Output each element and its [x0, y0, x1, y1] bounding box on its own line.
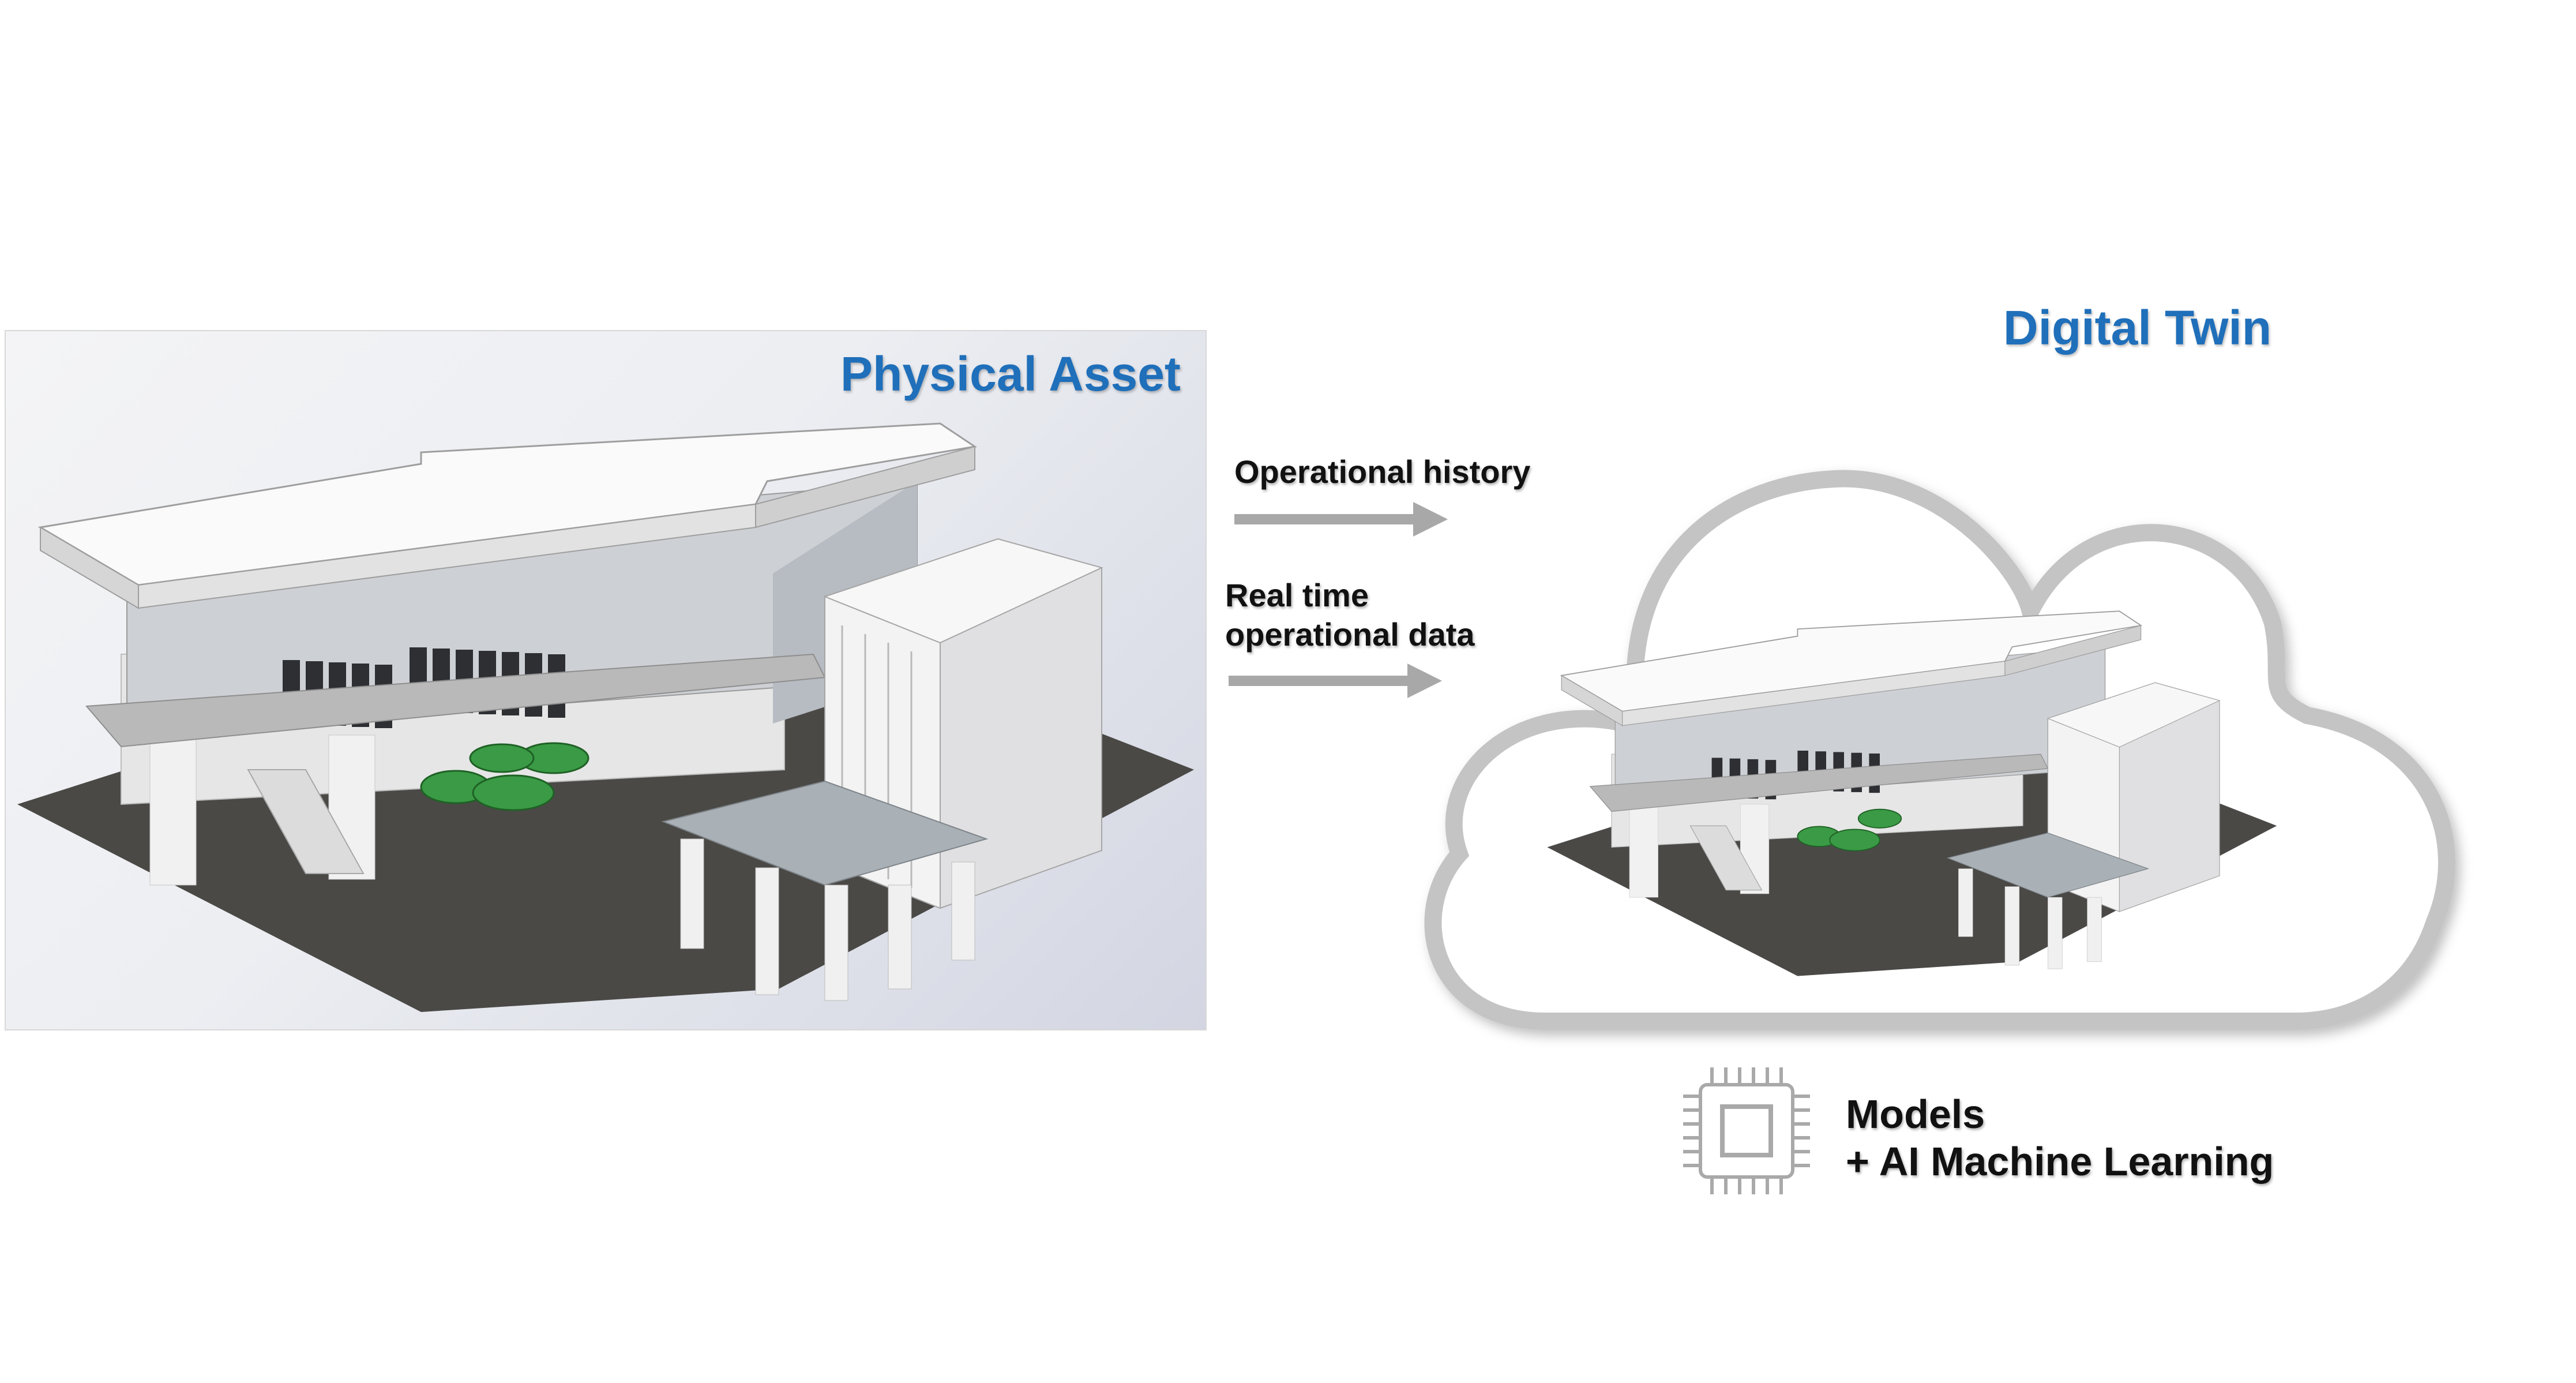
- physical-asset-panel: [5, 330, 1207, 1030]
- flow-label-operational-history: Operational history: [1234, 453, 1531, 490]
- arrow-operational-history: [1234, 502, 1448, 537]
- ml-label-models: Models: [1846, 1092, 1985, 1137]
- flow-label-real-time-line2: operational data: [1225, 616, 1475, 653]
- digital-twin-title: Digital Twin: [2003, 301, 2272, 355]
- ml-label-ai-machine-learning: + AI Machine Learning: [1846, 1139, 2274, 1184]
- arrow-real-time-data: [1229, 664, 1442, 698]
- physical-asset-title: Physical Asset: [840, 347, 1181, 401]
- digital-twin-cloud: [1424, 470, 2455, 1030]
- flow-label-real-time-line1: Real time: [1225, 577, 1369, 613]
- data-center-building-illustration: [17, 422, 1194, 1012]
- chip-icon: [1683, 1067, 1810, 1194]
